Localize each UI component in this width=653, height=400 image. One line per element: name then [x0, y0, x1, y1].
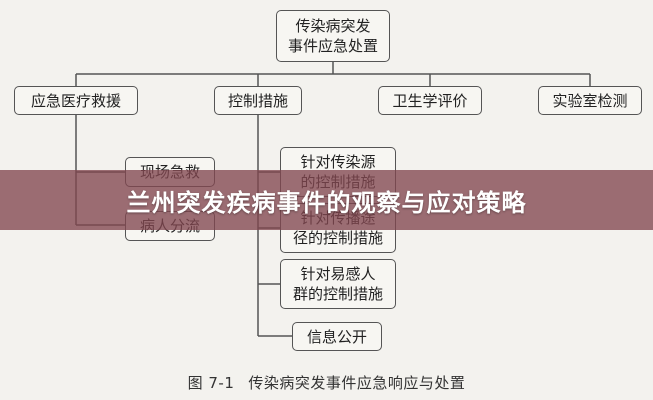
root-node: 传染病突发 事件应急处置	[276, 10, 390, 62]
node-hygiene-evaluation: 卫生学评价	[378, 86, 482, 115]
title-banner: 兰州突发疾病事件的观察与应对策略	[0, 170, 653, 230]
caption-text: 传染病突发事件应急响应与处置	[248, 374, 466, 392]
node-susceptible-population: 针对易感人 群的控制措施	[280, 259, 396, 309]
node-medical-rescue: 应急医疗救援	[14, 86, 138, 115]
figure-caption: 图 7-1 传染病突发事件应急响应与处置	[0, 372, 653, 393]
node-information-disclosure: 信息公开	[292, 322, 382, 351]
node-lab-testing: 实验室检测	[538, 86, 642, 115]
node-control-measures: 控制措施	[214, 86, 302, 115]
banner-title: 兰州突发疾病事件的观察与应对策略	[126, 188, 527, 217]
caption-figure-number: 图 7-1	[187, 374, 235, 392]
